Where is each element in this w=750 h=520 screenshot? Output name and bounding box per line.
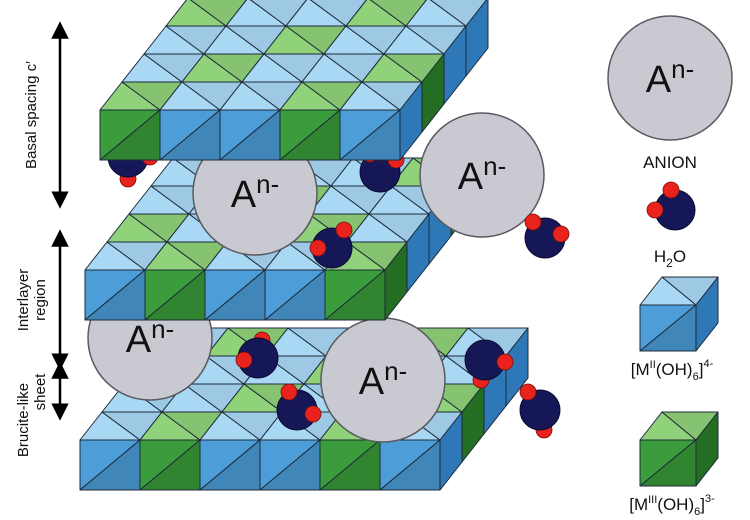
octahedron-side-face [439,411,463,491]
legend-water-label: H2O [654,247,686,270]
legend: An- ANION H2O [MII(OH)6]4- [MIII(OH)6]3- [607,15,733,518]
interlayer-label-line2: region [32,279,49,321]
octahedron-side-face [384,241,408,321]
legend-m2-label: [MII(OH)6]4- [631,358,714,383]
blue-octahedron-icon [639,276,719,352]
brucite-layer-top [99,0,489,161]
green-octahedron [324,241,408,321]
anion-sphere-body [419,112,545,238]
anion-label: An- [126,314,174,361]
legend-m3-label: [MIII(OH)6]3- [629,493,715,518]
anion-sphere-icon: An- [607,15,733,141]
blue-octahedron [79,411,163,491]
anion-sphere: An- [419,112,545,238]
hydrogen-atom [646,201,664,219]
octahedron-side-face [695,411,719,487]
hydrogen-atom [280,383,298,401]
hydrogen-atom [304,405,322,423]
water-molecule [235,331,279,379]
legend-anion-symbol: An- [646,54,694,101]
water-molecule [309,221,353,269]
octahedron-side-face [399,81,423,161]
legend-anion-sphere [607,15,733,141]
brucite-sheet-indicator: Brucite-like sheet [15,361,69,457]
anion-sphere: An- [192,130,318,256]
hydrogen-atom [309,239,327,257]
legend-anion-label: ANION [643,153,697,172]
anion-label: An- [458,151,506,198]
hydrogen-atom [662,181,680,199]
hydrogen-atom [335,221,353,239]
hydrogen-atom [552,225,570,243]
basal-spacing-label: Basal spacing c′ [23,61,40,169]
green-octahedron [639,411,719,487]
anion-label: An- [231,169,279,216]
green-octahedron [99,81,183,161]
water-molecule-icon [646,181,696,231]
anion-sphere: An- [320,317,446,443]
anion-label: An- [359,356,407,403]
blue-octahedron [639,276,719,352]
interlayer-top: An- An- [107,112,570,269]
water-molecule [276,383,322,431]
hydrogen-atom [524,213,542,231]
hydrogen-atom [496,353,514,371]
interlayer-label-line1: Interlayer [15,269,32,332]
blue-octahedron [199,411,283,491]
hydrogen-atom [235,351,253,369]
basal-spacing-indicator: Basal spacing c′ [23,21,69,209]
water-molecule [524,213,570,259]
brucite-label-line2: sheet [32,373,49,411]
green-octahedron-icon [639,411,719,487]
water-molecule [519,383,561,439]
interlayer-indicator: Interlayer region [15,229,69,371]
brucite-label-line1: Brucite-like [15,383,32,457]
blue-octahedron [339,81,423,161]
hydrogen-atom [519,383,537,401]
water-molecule [464,339,514,389]
water-molecule [646,181,696,231]
octahedron-side-face [695,276,719,352]
